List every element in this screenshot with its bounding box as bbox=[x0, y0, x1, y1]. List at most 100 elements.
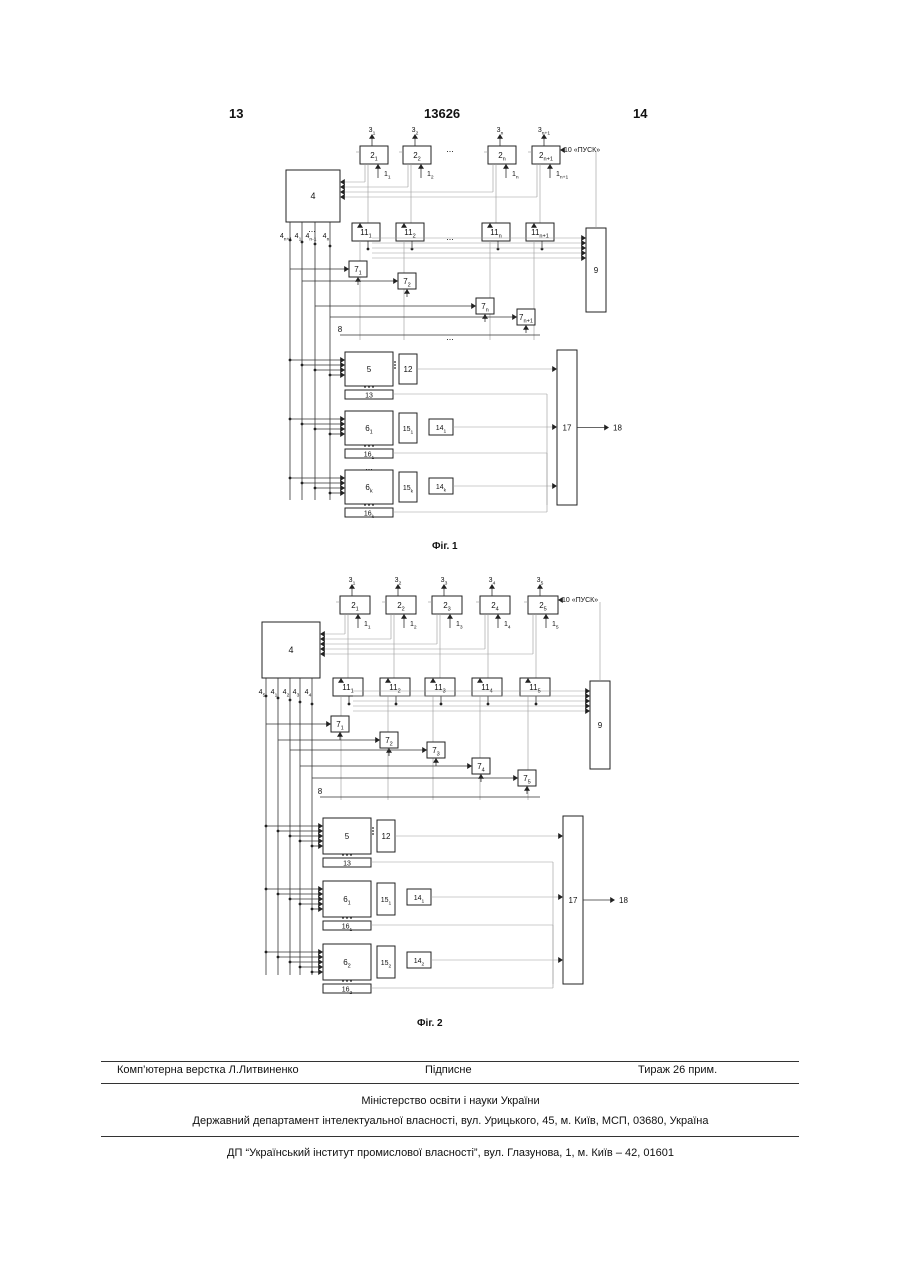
block-9-label: 9 bbox=[598, 721, 603, 730]
arrow-head bbox=[495, 614, 501, 619]
output-4-2: 41 bbox=[271, 689, 278, 699]
arrow-head bbox=[422, 747, 427, 753]
arrow-head bbox=[318, 969, 323, 975]
arrow-head bbox=[318, 828, 323, 834]
output-3-5: 35 bbox=[537, 577, 544, 587]
junction-dot bbox=[289, 898, 292, 901]
junction-dot bbox=[277, 893, 280, 896]
ellipsis-dot bbox=[346, 980, 348, 982]
block-4-label: 4 bbox=[288, 645, 293, 655]
ellipsis-dot bbox=[350, 854, 352, 856]
ellipsis-dot bbox=[346, 917, 348, 919]
figure-2-caption: Фіг. 2 bbox=[417, 1018, 443, 1029]
arrow-head bbox=[320, 636, 325, 642]
arrow-head bbox=[585, 698, 590, 704]
output-3-4: 34 bbox=[489, 577, 496, 587]
output-3-2: 32 bbox=[395, 577, 402, 587]
junction-dot bbox=[265, 888, 268, 891]
ellipsis-dot bbox=[342, 980, 344, 982]
footer-rule-top bbox=[101, 1061, 799, 1062]
block-5-label: 5 bbox=[345, 832, 350, 841]
arrow-head bbox=[524, 786, 530, 791]
output-3-1: 31 bbox=[349, 577, 356, 587]
junction-dot bbox=[487, 703, 490, 706]
arrow-head bbox=[337, 732, 343, 737]
input-1-3: 13 bbox=[456, 621, 463, 631]
arrow-head bbox=[318, 901, 323, 907]
arrow-head bbox=[355, 614, 361, 619]
input-1-4: 14 bbox=[504, 621, 511, 631]
block-13-label: 13 bbox=[343, 861, 351, 868]
junction-dot bbox=[440, 703, 443, 706]
junction-dot bbox=[311, 971, 314, 974]
arrow-head bbox=[318, 896, 323, 902]
arrow-head bbox=[318, 891, 323, 897]
junction-dot bbox=[299, 903, 302, 906]
input-1-5: 15 bbox=[552, 621, 559, 631]
footer-institute: ДП “Український інститут промислової вла… bbox=[0, 1147, 901, 1159]
arrow-head bbox=[467, 763, 472, 769]
junction-dot bbox=[395, 703, 398, 706]
arrow-head bbox=[318, 964, 323, 970]
junction-dot bbox=[311, 703, 314, 706]
ellipsis-dot bbox=[372, 827, 374, 829]
arrow-head bbox=[447, 614, 453, 619]
footer-rule-bottom bbox=[101, 1136, 799, 1137]
arrow-head bbox=[318, 959, 323, 965]
junction-dot bbox=[535, 703, 538, 706]
arrow-head bbox=[558, 597, 563, 603]
output-18: 18 bbox=[619, 896, 628, 905]
junction-dot bbox=[289, 835, 292, 838]
ellipsis-dot bbox=[342, 917, 344, 919]
arrow-head bbox=[558, 957, 563, 963]
ellipsis-dot bbox=[372, 833, 374, 835]
arrow-head bbox=[320, 646, 325, 652]
arrow-head bbox=[318, 886, 323, 892]
junction-dot bbox=[348, 703, 351, 706]
arrow-head bbox=[318, 954, 323, 960]
output-4-3: 42 bbox=[283, 689, 290, 699]
arrow-head bbox=[585, 693, 590, 699]
output-4-5: 44 bbox=[305, 689, 312, 699]
arrow-head bbox=[320, 641, 325, 647]
arrow-head bbox=[433, 758, 439, 763]
arrow-head bbox=[585, 688, 590, 694]
arrow-head bbox=[375, 737, 380, 743]
arrow-head bbox=[585, 708, 590, 714]
start-input-label: 10 «ПУСК» bbox=[562, 597, 598, 604]
arrow-head bbox=[318, 949, 323, 955]
junction-dot bbox=[299, 840, 302, 843]
footer-department: Державний департамент інтелектуальної вл… bbox=[0, 1115, 901, 1127]
output-4-1: 45 bbox=[259, 689, 266, 699]
arrow-head bbox=[318, 823, 323, 829]
arrow-head bbox=[585, 703, 590, 709]
junction-dot bbox=[277, 830, 280, 833]
arrow-head bbox=[386, 748, 392, 753]
junction-dot bbox=[311, 845, 314, 848]
arrow-head bbox=[610, 897, 615, 903]
junction-dot bbox=[289, 699, 292, 702]
arrow-head bbox=[318, 906, 323, 912]
footer-layout: Комп’ютерна верстка Л.Литвиненко bbox=[117, 1064, 299, 1076]
arrow-head bbox=[558, 894, 563, 900]
junction-dot bbox=[277, 956, 280, 959]
arrow-head bbox=[318, 843, 323, 849]
junction-dot bbox=[265, 825, 268, 828]
ellipsis-dot bbox=[346, 854, 348, 856]
arrow-head bbox=[320, 631, 325, 637]
arrow-head bbox=[320, 651, 325, 657]
label-8: 8 bbox=[318, 787, 323, 796]
arrow-head bbox=[326, 721, 331, 727]
output-3-3: 33 bbox=[441, 577, 448, 587]
junction-dot bbox=[289, 961, 292, 964]
footer-ministry: Міністерство освіти і науки України bbox=[0, 1095, 901, 1107]
footer-rule-middle bbox=[101, 1083, 799, 1084]
arrow-head bbox=[558, 833, 563, 839]
input-1-1: 11 bbox=[364, 621, 371, 631]
footer-signed: Підписне bbox=[425, 1064, 472, 1076]
block-12-label: 12 bbox=[382, 832, 391, 841]
arrow-head bbox=[543, 614, 549, 619]
ellipsis-dot bbox=[372, 830, 374, 832]
block-17-label: 17 bbox=[569, 896, 578, 905]
arrow-head bbox=[401, 614, 407, 619]
